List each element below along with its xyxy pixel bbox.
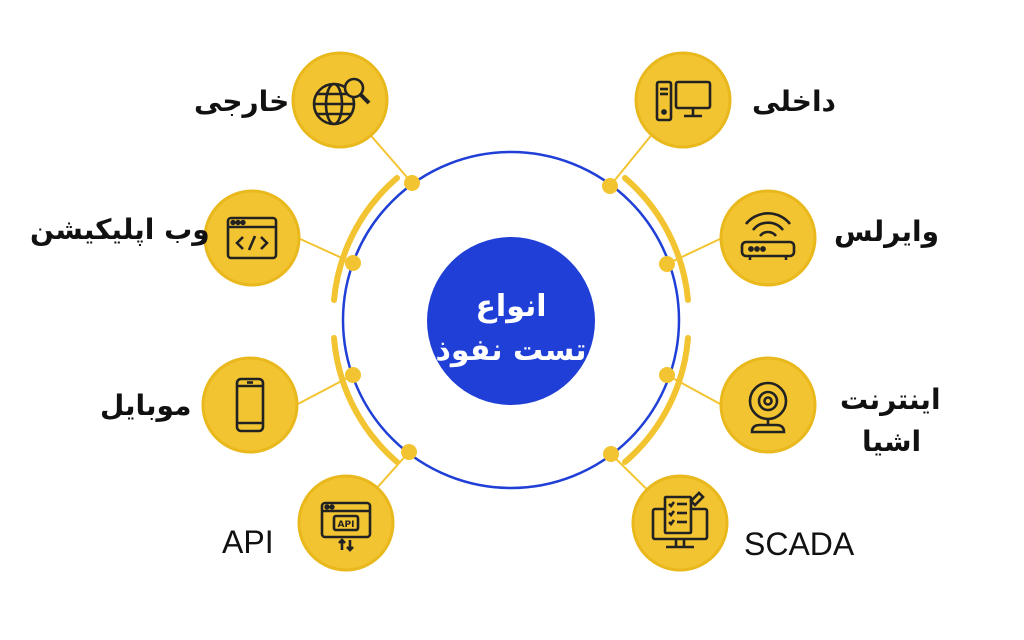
smartphone-icon — [235, 377, 265, 433]
label-iot-line1: اینترنت — [840, 383, 941, 416]
node-wireless — [719, 189, 817, 287]
ring-dot — [404, 175, 420, 191]
ring-dot — [345, 367, 361, 383]
ring-dot — [401, 444, 417, 460]
outer-arc — [622, 335, 691, 465]
node-iot — [719, 356, 817, 454]
node-webapp — [203, 189, 301, 287]
ring-dots — [345, 175, 675, 462]
ring-dot — [659, 256, 675, 272]
webcam-icon — [748, 381, 788, 434]
ring-dot — [602, 178, 618, 194]
node-external — [291, 51, 389, 149]
label-external: خارجی — [194, 85, 290, 118]
code-window-icon — [226, 216, 278, 260]
outer-arc — [331, 175, 400, 303]
label-wireless: وایرلس — [834, 215, 940, 248]
globe-search-icon — [312, 77, 371, 126]
center-title: انواع تست نفوذ — [428, 254, 594, 404]
connector-line — [666, 374, 723, 406]
api-window-icon: API — [320, 501, 372, 552]
center-circle — [427, 237, 595, 405]
label-internal: داخلی — [752, 85, 836, 118]
label-api: API — [222, 524, 274, 560]
connector-line — [666, 237, 723, 265]
node-scada — [631, 474, 729, 572]
node-internal — [634, 51, 732, 149]
wifi-router-icon — [740, 212, 796, 260]
outer-arc — [622, 175, 691, 303]
ring-dot — [345, 255, 361, 271]
outer-arc — [331, 335, 400, 465]
desktop-computer-icon — [655, 80, 712, 122]
label-mobile: موبایل — [100, 389, 192, 422]
node-api: API — [297, 474, 395, 572]
svg-text:API: API — [338, 520, 355, 530]
ring-dot — [603, 446, 619, 462]
label-iot-line2: اشیا — [862, 425, 922, 458]
center-title-line1: انواع — [475, 289, 547, 324]
node-mobile — [201, 356, 299, 454]
label-scada: SCADA — [744, 526, 855, 562]
monitor-checklist-icon — [651, 491, 709, 549]
center-title-line2: تست نفوذ — [435, 333, 587, 368]
ring-dot — [659, 367, 675, 383]
icon-nodes: API — [201, 51, 817, 572]
inner-ring — [341, 150, 681, 490]
label-webapp: وب اپلیکیشن — [30, 213, 210, 246]
outer-arcs — [331, 175, 691, 465]
